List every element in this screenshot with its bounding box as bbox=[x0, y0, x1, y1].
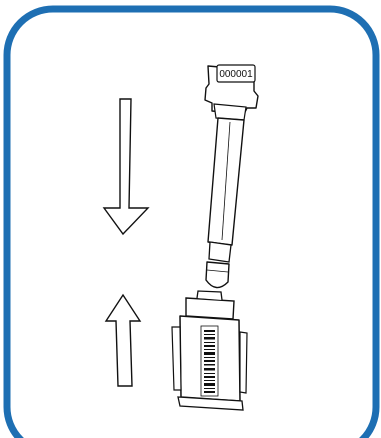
barcode-icon bbox=[200, 325, 219, 397]
down-arrow-icon bbox=[102, 98, 150, 236]
card-frame bbox=[3, 5, 380, 438]
seal-number-plate bbox=[216, 64, 256, 83]
seal-pin-icon: 000001 bbox=[204, 64, 259, 289]
seal-lock-body-icon bbox=[171, 290, 248, 411]
seal-number-label: 000001 bbox=[219, 69, 253, 80]
up-arrow-icon bbox=[104, 293, 142, 387]
